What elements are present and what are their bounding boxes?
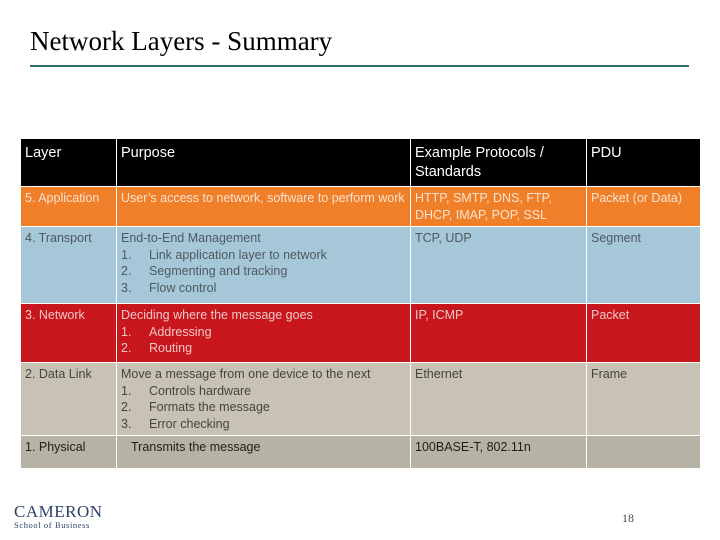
- step-number: 1.: [121, 383, 132, 398]
- purpose-cell: Deciding where the message goes 1. Addres…: [116, 303, 411, 363]
- table-row-transport: 4. Transport End-to-End Management 1. Lin…: [20, 226, 701, 304]
- title-divider: [30, 65, 689, 67]
- step-number: 1.: [121, 324, 132, 339]
- purpose-steps: 1. Link application layer to network 2. Se…: [121, 247, 406, 297]
- step-text: Link application layer to network: [149, 247, 327, 262]
- purpose-cell: User’s access to network, software to pe…: [116, 186, 411, 227]
- page-number: 18: [622, 511, 634, 525]
- list-item: 1. Addressing: [121, 324, 406, 341]
- header-protocols: Example Protocols / Standards: [410, 138, 587, 187]
- pdu-cell: Packet: [586, 303, 701, 363]
- list-item: 3. Error checking: [121, 416, 406, 433]
- layer-cell: 3. Network: [20, 303, 117, 363]
- purpose-text: Deciding where the message goes: [121, 308, 313, 322]
- step-text: Routing: [149, 341, 193, 355]
- list-item: 2. Formats the message: [121, 399, 406, 416]
- pdu-cell: Frame: [586, 362, 701, 436]
- purpose-cell: End-to-End Management 1. Link application…: [116, 226, 411, 304]
- step-text: Controls hardware: [149, 383, 252, 398]
- logo-wordmark: CAMERON: [14, 502, 103, 521]
- header-row: Layer Purpose Example Protocols / Standa…: [20, 138, 701, 187]
- purpose-cell: Move a message from one device to the ne…: [116, 362, 411, 436]
- purpose-steps: 1. Controls hardware 2. Formats the messag…: [121, 383, 406, 433]
- pdu-cell: Packet (or Data): [586, 186, 701, 227]
- list-item: 1. Link application layer to network: [121, 247, 406, 264]
- step-text: Formats the message: [149, 400, 270, 414]
- table-row-network: 3. Network Deciding where the message go…: [20, 303, 701, 363]
- table-row-data-link: 2. Data Link Move a message from one dev…: [20, 362, 701, 436]
- protocols-cell: HTTP, SMTP, DNS, FTP, DHCP, IMAP, POP, S…: [410, 186, 587, 227]
- list-item: 1. Controls hardware: [121, 383, 406, 400]
- list-item: 3. Flow control: [121, 280, 406, 297]
- header-pdu: PDU: [586, 138, 701, 187]
- layer-cell: 4. Transport: [20, 226, 117, 304]
- step-number: 3.: [121, 280, 132, 295]
- list-item: 2. Routing: [121, 340, 406, 357]
- table-row-physical: 1. Physical Transmits the message 100BAS…: [20, 435, 701, 469]
- step-number: 2.: [121, 341, 132, 355]
- pdu-cell: [586, 435, 701, 469]
- step-text: Addressing: [149, 324, 212, 339]
- purpose-text: End-to-End Management: [121, 231, 261, 245]
- purpose-steps: 1. Addressing 2. Routing: [121, 324, 406, 357]
- step-number: 3.: [121, 416, 132, 431]
- step-number: 1.: [121, 247, 132, 262]
- pdu-cell: Segment: [586, 226, 701, 304]
- layer-cell: 1. Physical: [20, 435, 117, 469]
- purpose-cell: Transmits the message: [116, 435, 411, 469]
- step-text: Error checking: [149, 416, 230, 431]
- slide-title: Network Layers - Summary: [30, 26, 333, 56]
- layer-cell: 5. Application: [20, 186, 117, 227]
- step-text: Flow control: [149, 280, 217, 295]
- protocols-cell: Ethernet: [410, 362, 587, 436]
- step-text: Segmenting and tracking: [149, 264, 288, 278]
- step-number: 2.: [121, 400, 132, 414]
- table-row-application: 5. Application User’s access to network,…: [20, 186, 701, 227]
- purpose-text: Move a message from one device to the ne…: [121, 367, 371, 381]
- protocols-cell: TCP, UDP: [410, 226, 587, 304]
- header-purpose: Purpose: [116, 138, 411, 187]
- list-item: 2. Segmenting and tracking: [121, 263, 406, 280]
- layer-cell: 2. Data Link: [20, 362, 117, 436]
- step-number: 2.: [121, 264, 132, 278]
- header-layer: Layer: [20, 138, 117, 187]
- school-logo: CAMERON School of Business: [14, 502, 103, 533]
- protocols-cell: 100BASE-T, 802.11n: [410, 435, 587, 469]
- logo-subtitle: School of Business: [14, 520, 90, 530]
- protocols-cell: IP, ICMP: [410, 303, 587, 363]
- layers-table: Layer Purpose Example Protocols / Standa…: [20, 138, 701, 469]
